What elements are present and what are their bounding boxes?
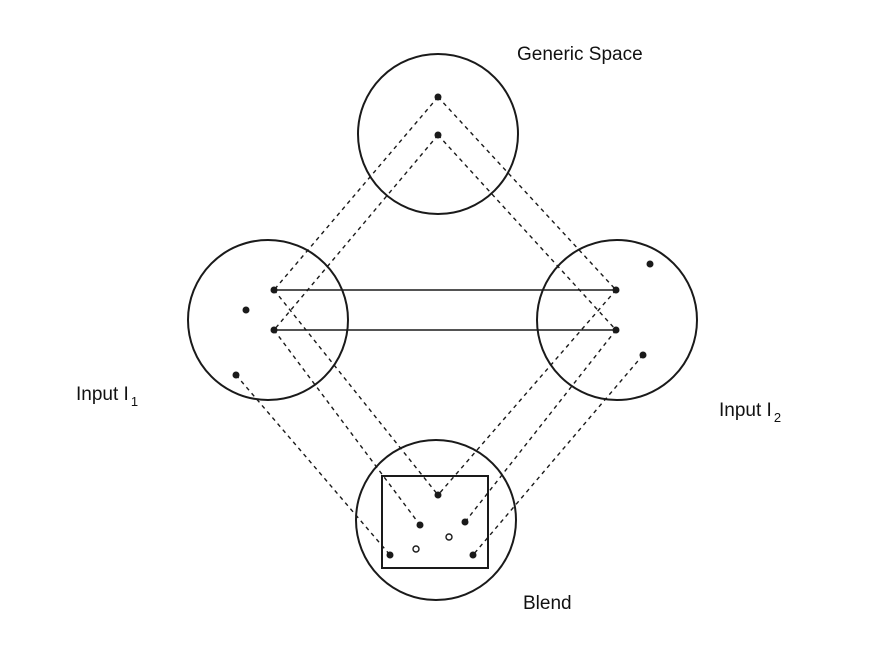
input1-elements	[232, 286, 278, 379]
generic-to-input1-upper	[273, 96, 439, 291]
input1-element-2	[270, 326, 278, 334]
blend-elements	[386, 491, 477, 559]
generic-element-1	[434, 93, 442, 101]
input2-circle	[536, 239, 698, 401]
input1-label-main: Input I	[76, 384, 129, 405]
input1-element-4	[232, 371, 240, 379]
input2-to-blend-b	[464, 329, 617, 523]
generic-to-input1-lower	[273, 134, 439, 331]
input2-to-blend-c	[472, 354, 644, 556]
generic-space-elements	[434, 93, 442, 139]
blend-element-2	[416, 521, 424, 529]
cross-space-mappings	[274, 289, 616, 331]
generic-space-label: Generic Space	[517, 44, 643, 65]
blend-circle	[355, 439, 517, 601]
input1-to-blend-a	[273, 289, 439, 496]
generic-space-circle	[357, 53, 519, 215]
input2-element-4	[639, 351, 647, 359]
input1-to-blend-c	[235, 374, 391, 556]
generic-element-2	[434, 131, 442, 139]
input1-element-1	[270, 286, 278, 294]
input2-label-subscript: 2	[774, 410, 781, 425]
input2-to-blend-a	[437, 289, 617, 496]
blend-element-1	[434, 491, 442, 499]
input2-element-3	[646, 260, 654, 268]
blend-emergent-element-2	[445, 533, 453, 541]
input1-circle	[187, 239, 349, 401]
blend-element-4	[386, 551, 394, 559]
input2-element-1	[612, 286, 620, 294]
generic-to-input2-upper	[437, 96, 617, 291]
blend-emergent-frame	[381, 475, 489, 569]
blend-emergent-element-1	[412, 545, 420, 553]
input2-elements	[612, 260, 654, 359]
generic-to-input2-lower	[437, 134, 617, 331]
dashed-projection-lines	[235, 96, 644, 556]
input1-to-blend-b	[273, 329, 421, 526]
input2-element-2	[612, 326, 620, 334]
blend-label: Blend	[523, 593, 572, 614]
input1-element-3	[242, 306, 250, 314]
blend-element-5	[469, 551, 477, 559]
blend-element-3	[461, 518, 469, 526]
input2-label-main: Input I	[719, 400, 772, 421]
input1-label-subscript: 1	[131, 394, 138, 409]
